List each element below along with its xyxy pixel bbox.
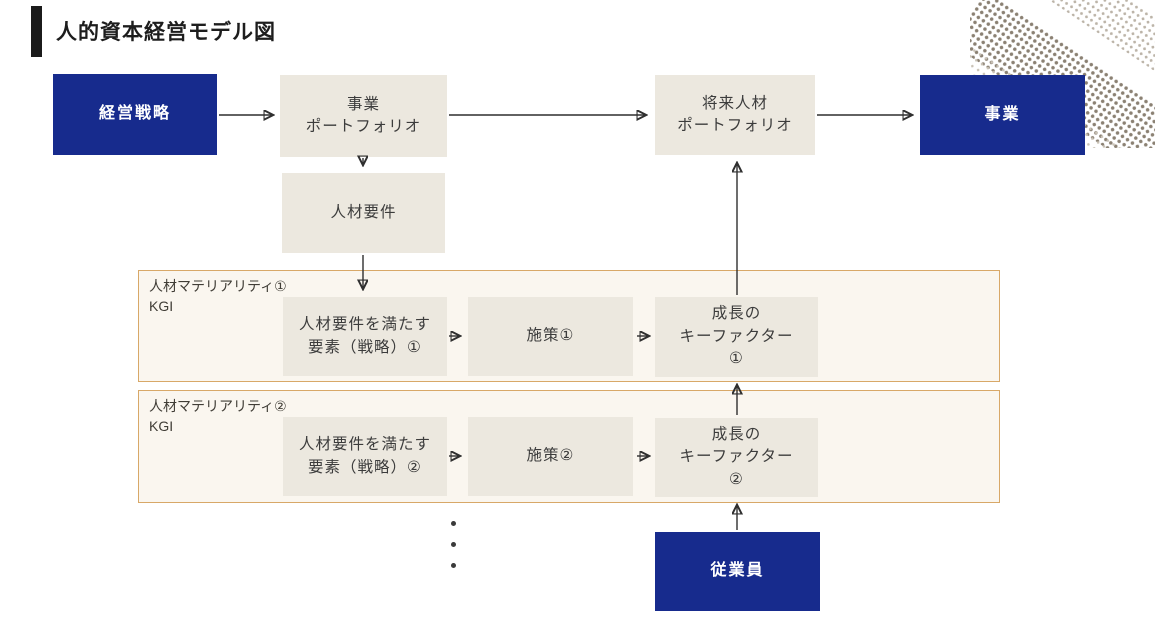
node-business-portfolio: 事業 ポートフォリオ xyxy=(280,75,447,157)
node-group1-growth-key-factor: 成長の キーファクター ① xyxy=(655,297,818,377)
group-materiality-1-kgi: KGI xyxy=(149,298,174,315)
node-group2-measure: 施策② xyxy=(468,417,633,496)
node-employee: 従業員 xyxy=(655,532,820,611)
node-management-strategy: 経営戦略 xyxy=(53,74,217,155)
group-materiality-1-title: 人材マテリアリティ① xyxy=(149,278,287,294)
node-group1-measure: 施策① xyxy=(468,297,633,376)
group-materiality-2-kgi: KGI xyxy=(149,418,174,435)
group-materiality-1-labels: 人材マテリアリティ① KGI xyxy=(149,276,287,317)
node-talent-requirements: 人材要件 xyxy=(282,173,445,253)
node-group1-strategy-element: 人材要件を満たす 要素（戦略）① xyxy=(283,297,447,376)
node-group2-growth-key-factor: 成長の キーファクター ② xyxy=(655,418,818,497)
node-business: 事業 xyxy=(920,75,1085,155)
ellipsis-dot xyxy=(451,563,456,568)
title-accent-bar xyxy=(31,6,42,57)
node-future-talent-portfolio: 将来人材 ポートフォリオ xyxy=(655,75,815,155)
node-group2-strategy-element: 人材要件を満たす 要素（戦略）② xyxy=(283,417,447,496)
page-title: 人的資本経営モデル図 xyxy=(56,21,276,44)
ellipsis-dot xyxy=(451,521,456,526)
group-materiality-2-labels: 人材マテリアリティ② KGI xyxy=(149,396,287,437)
group-materiality-2-title: 人材マテリアリティ② xyxy=(149,398,287,414)
ellipsis-dot xyxy=(451,542,456,547)
